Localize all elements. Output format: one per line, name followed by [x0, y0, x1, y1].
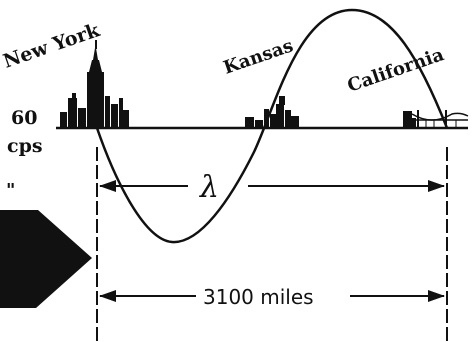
- new-york-label: New York: [0, 19, 103, 73]
- california-label: California: [345, 44, 447, 97]
- sine-wave: [95, 8, 449, 244]
- black-arrow-shape: [0, 210, 92, 308]
- frequency-unit-label: cps: [7, 135, 43, 157]
- distance-arrow: [99, 290, 445, 302]
- kansas-label: Kansas: [221, 35, 296, 78]
- quote-mark: ": [6, 180, 15, 201]
- distance-label: 3100 miles: [203, 285, 314, 309]
- california-bridge: [403, 110, 469, 128]
- kansas-skyline: [245, 96, 299, 128]
- wavelength-symbol: λ: [199, 170, 219, 205]
- wavelength-arrow: [99, 180, 445, 192]
- new-york-skyline: [60, 40, 129, 128]
- frequency-value-label: 60: [11, 107, 37, 129]
